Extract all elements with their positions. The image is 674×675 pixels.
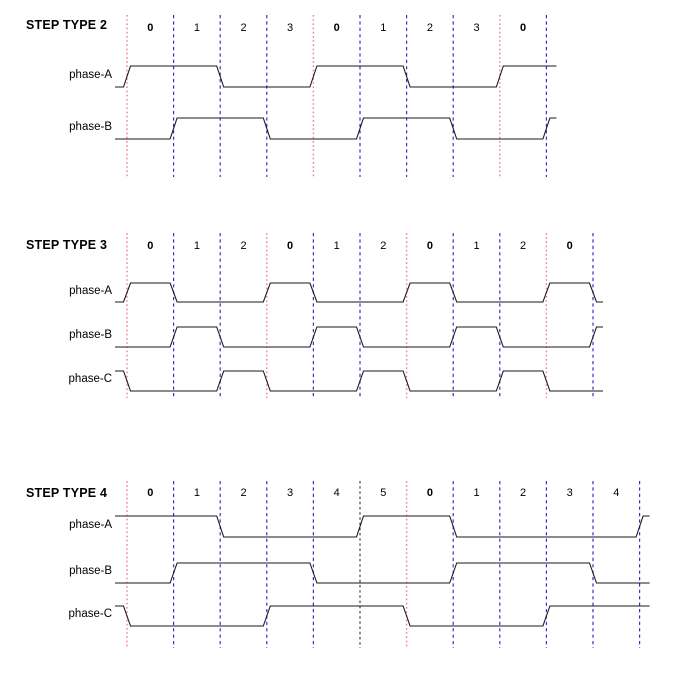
signal-label-phase-A: phase-A	[69, 284, 112, 297]
step-number-label: 4	[613, 487, 620, 499]
waveform-phase-C	[115, 605, 650, 627]
step-number-label: 3	[473, 22, 480, 34]
signal-label-phase-A: phase-A	[69, 68, 112, 81]
step-number-label: 1	[193, 22, 200, 34]
step-number-label: 1	[193, 487, 200, 499]
step-number-label: 3	[566, 487, 573, 499]
step-number-label: 1	[333, 240, 340, 252]
step-number-label: 2	[240, 22, 247, 34]
signal-label-phase-C: phase-C	[68, 608, 112, 620]
signal-label-phase-C: phase-C	[68, 373, 112, 385]
step-number-label: 0	[426, 487, 433, 499]
step-number-label: 1	[380, 22, 387, 34]
waveform-phase-A	[115, 282, 603, 303]
waveform-phase-B	[115, 117, 557, 140]
step-number-label: 2	[426, 22, 433, 34]
step-number-label: 2	[380, 240, 387, 252]
waveform-phase-B	[115, 326, 603, 348]
step-number-label: 1	[473, 487, 480, 499]
step-number-label: 4	[333, 487, 340, 499]
step-number-label: 1	[193, 240, 200, 252]
waveform-phase-A	[115, 65, 557, 88]
step-number-label: 0	[147, 487, 154, 499]
step-number-label: 0	[147, 22, 154, 34]
signal-label-phase-B: phase-B	[69, 120, 112, 133]
step-number-label: 2	[240, 240, 247, 252]
diagram-title: STEP TYPE 4	[26, 486, 108, 500]
step-number-label: 2	[520, 487, 527, 499]
step-number-label: 0	[426, 240, 433, 252]
signal-label-phase-A: phase-A	[69, 518, 112, 531]
waveform-phase-B	[115, 562, 650, 584]
step-number-label: 2	[240, 487, 247, 499]
step-number-label: 1	[473, 240, 480, 252]
step-number-label: 3	[287, 487, 294, 499]
step-number-label: 0	[287, 240, 294, 252]
signal-label-phase-B: phase-B	[69, 565, 112, 577]
step-number-label: 5	[380, 487, 387, 499]
step-number-label: 2	[520, 240, 527, 252]
step-number-label: 0	[566, 240, 573, 252]
step-number-label: 3	[287, 22, 294, 34]
signal-label-phase-B: phase-B	[69, 329, 112, 341]
waveform-phase-A	[115, 515, 650, 538]
diagram-title: STEP TYPE 3	[26, 238, 108, 252]
waveform-phase-C	[115, 370, 603, 392]
step-number-label: 0	[333, 22, 340, 34]
step-number-label: 0	[520, 22, 527, 34]
step-number-label: 0	[147, 240, 154, 252]
diagram-title: STEP TYPE 2	[26, 18, 108, 32]
